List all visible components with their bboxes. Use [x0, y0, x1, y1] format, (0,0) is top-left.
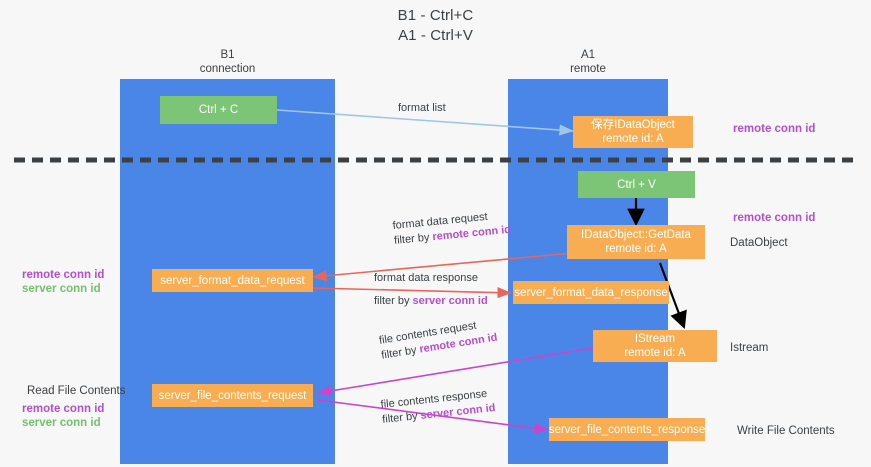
edge-label-file-contents-response-prefix: filter by [381, 409, 422, 426]
column-header-a1: A1 remote [508, 48, 668, 76]
edge-label-format-data-response-prefix: filter by [374, 295, 413, 307]
box-save-idataobject-line2: remote id: A [602, 133, 664, 145]
edge-label-format-data-response: format data response filter by server co… [374, 271, 488, 309]
box-getdata-line2: remote id: A [605, 243, 667, 255]
side-label-remote-conn-id-mid: remote conn id [733, 212, 816, 224]
connector-getdata-istream [658, 262, 687, 330]
connector-format-list [276, 109, 574, 136]
column-header-b1-name: B1 [220, 49, 235, 61]
connector-file-contents-response [317, 399, 549, 434]
column-header-b1: B1 connection [120, 48, 335, 76]
side-label-left-server-conn-id-bot: server conn id [22, 417, 101, 429]
box-getdata-line1: IDataObject::GetData [581, 229, 691, 241]
box-server-file-contents-request[interactable]: server_file_contents_request [152, 384, 313, 407]
box-server-format-data-request-label: server_format_data_request [160, 274, 305, 287]
connector-format-data-request [312, 252, 574, 282]
side-label-istream: Istream [730, 342, 769, 354]
box-server-format-data-response[interactable]: server_format_data_response [513, 281, 669, 304]
side-label-remote-conn-id-top: remote conn id [733, 123, 816, 135]
box-server-format-data-request[interactable]: server_format_data_request [152, 269, 313, 292]
edge-label-format-data-response-line1: format data response [374, 272, 478, 284]
side-label-dataobject: DataObject [730, 237, 788, 249]
box-ctrl-v[interactable]: Ctrl + V [578, 171, 695, 198]
box-server-file-contents-response[interactable]: server_file_contents_response [549, 418, 705, 441]
edge-label-format-data-response-line2: filter by server conn id [374, 294, 488, 309]
side-label-write-file-contents: Write File Contents [737, 425, 835, 437]
column-header-a1-role: remote [570, 63, 606, 75]
box-server-format-data-response-label: server_format_data_response [514, 286, 668, 299]
side-label-left-remote-conn-id-mid: remote conn id [22, 269, 105, 281]
box-istream-line2: remote id: A [624, 347, 686, 359]
edge-label-format-list-text: format list [398, 102, 446, 114]
title-line-1: B1 - Ctrl+C [397, 7, 474, 24]
column-header-b1-role: connection [199, 63, 256, 75]
page-title: B1 - Ctrl+C A1 - Ctrl+V [0, 6, 871, 46]
box-ctrl-c[interactable]: Ctrl + C [160, 96, 277, 124]
box-getdata[interactable]: IDataObject::GetData remote id: A [567, 225, 705, 259]
side-label-left-server-conn-id-mid: server conn id [22, 283, 101, 295]
box-ctrl-c-label: Ctrl + C [198, 104, 239, 116]
box-server-file-contents-request-label: server_file_contents_request [158, 389, 307, 402]
side-label-left-remote-conn-id-bot: remote conn id [22, 403, 105, 415]
edge-label-format-data-request-prefix: filter by [393, 231, 434, 247]
box-save-idataobject[interactable]: 保存IDataObject remote id: A [573, 116, 693, 148]
box-istream-line1: IStream [634, 333, 676, 345]
column-header-a1-name: A1 [580, 49, 596, 61]
connector-file-contents-request [317, 347, 594, 397]
edge-label-format-list: format list [398, 101, 446, 116]
box-ctrl-v-label: Ctrl + V [617, 178, 656, 191]
box-save-idataobject-line1: 保存IDataObject [591, 119, 675, 131]
title-line-2: A1 - Ctrl+V [398, 27, 473, 44]
box-istream[interactable]: IStream remote id: A [593, 330, 717, 362]
edge-label-format-data-response-key: server conn id [412, 295, 488, 307]
box-server-file-contents-response-label: server_file_contents_response [548, 423, 706, 436]
side-label-read-file-contents: Read File Contents [27, 385, 126, 397]
connector-format-data-response [312, 287, 512, 299]
